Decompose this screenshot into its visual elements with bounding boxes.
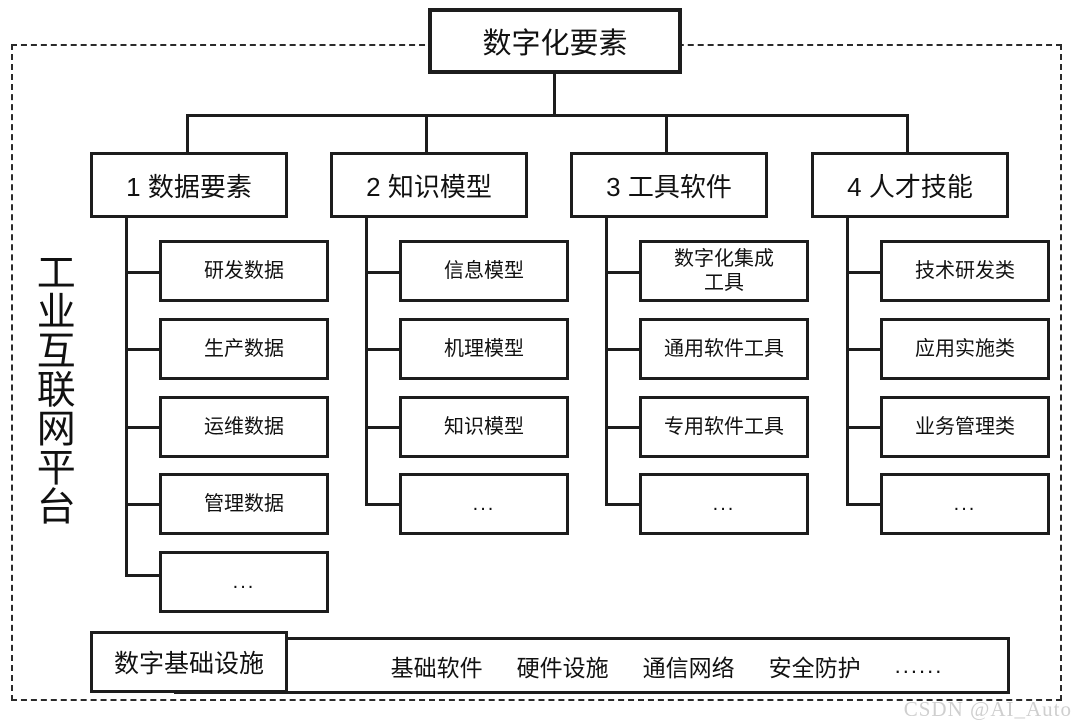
infrastructure-item-5: ......	[894, 652, 944, 678]
leaf-node-2-1-label: 信息模型	[444, 259, 524, 282]
category-node-1[interactable]: 1 数据要素	[90, 152, 288, 218]
connector-drop-cat-2	[425, 114, 428, 152]
infrastructure-item-1[interactable]: 基础软件	[390, 654, 483, 681]
leaf-node-3-4[interactable]: ...	[639, 473, 809, 535]
leaf-node-3-2-label: 通用软件工具	[664, 337, 784, 360]
connector-spine-3	[605, 218, 608, 506]
leaf-node-3-3-label: 专用软件工具	[664, 415, 784, 438]
connector-stub-4-1	[846, 271, 882, 274]
connector-stub-4-4	[846, 503, 882, 506]
leaf-node-3-1-label: 数字化集成 工具	[674, 247, 774, 294]
category-node-2-label: 2 知识模型	[366, 171, 492, 202]
leaf-node-2-3[interactable]: 知识模型	[399, 396, 569, 458]
infrastructure-label-box[interactable]: 数字基础设施	[90, 631, 288, 693]
connector-stub-2-4	[365, 503, 401, 506]
category-node-2[interactable]: 2 知识模型	[330, 152, 528, 218]
infrastructure-item-4[interactable]: 安全防护	[768, 654, 861, 681]
leaf-node-1-4[interactable]: 管理数据	[159, 473, 329, 535]
leaf-node-1-1-label: 研发数据	[204, 259, 284, 282]
leaf-node-2-1[interactable]: 信息模型	[399, 240, 569, 302]
leaf-node-3-3[interactable]: 专用软件工具	[639, 396, 809, 458]
connector-stub-3-1	[605, 271, 641, 274]
leaf-node-4-1-label: 技术研发类	[915, 259, 1015, 282]
leaf-node-3-1[interactable]: 数字化集成 工具	[639, 240, 809, 302]
infrastructure-item-list: 基础软件 硬件设施 通信网络 安全防护 ......	[241, 649, 944, 683]
connector-stub-2-1	[365, 271, 401, 274]
leaf-node-1-3-label: 运维数据	[204, 415, 284, 438]
leaf-node-3-2[interactable]: 通用软件工具	[639, 318, 809, 380]
connector-stub-4-3	[846, 426, 882, 429]
connector-stub-2-3	[365, 426, 401, 429]
infrastructure-bar[interactable]: 基础软件 硬件设施 通信网络 安全防护 ......	[174, 637, 1010, 694]
connector-stub-3-4	[605, 503, 641, 506]
leaf-node-4-4-label: ...	[953, 492, 977, 515]
category-node-4[interactable]: 4 人才技能	[811, 152, 1009, 218]
connector-spine-1	[125, 218, 128, 576]
category-node-3[interactable]: 3 工具软件	[570, 152, 768, 218]
leaf-node-3-4-label: ...	[712, 492, 736, 515]
leaf-node-4-2[interactable]: 应用实施类	[880, 318, 1050, 380]
leaf-node-4-2-label: 应用实施类	[915, 337, 1015, 360]
leaf-node-4-1[interactable]: 技术研发类	[880, 240, 1050, 302]
root-node-label: 数字化要素	[482, 28, 628, 60]
connector-spine-2	[365, 218, 368, 506]
connector-stub-1-2	[125, 348, 161, 351]
watermark: CSDN @AI_Auto	[903, 697, 1072, 721]
connector-stub-3-3	[605, 426, 641, 429]
category-node-3-label: 3 工具软件	[606, 171, 732, 202]
leaf-node-4-3[interactable]: 业务管理类	[880, 396, 1050, 458]
connector-stub-4-2	[846, 348, 882, 351]
leaf-node-1-3[interactable]: 运维数据	[159, 396, 329, 458]
platform-vertical-label: 工业互联网平台	[31, 251, 75, 525]
leaf-node-2-2-label: 机理模型	[444, 337, 524, 360]
category-node-1-label: 1 数据要素	[126, 171, 252, 202]
connector-root-stem	[553, 74, 556, 116]
infrastructure-label: 数字基础设施	[113, 650, 264, 678]
connector-drop-cat-3	[665, 114, 668, 152]
infrastructure-item-3[interactable]: 通信网络	[642, 654, 735, 681]
infrastructure-item-2[interactable]: 硬件设施	[516, 654, 609, 681]
connector-stub-2-2	[365, 348, 401, 351]
connector-bus	[186, 114, 909, 117]
leaf-node-4-4[interactable]: ...	[880, 473, 1050, 535]
connector-stub-1-4	[125, 503, 161, 506]
leaf-node-2-2[interactable]: 机理模型	[399, 318, 569, 380]
leaf-node-1-5-label: ...	[232, 570, 256, 593]
connector-stub-3-2	[605, 348, 641, 351]
leaf-node-4-3-label: 业务管理类	[915, 415, 1015, 438]
connector-drop-cat-1	[186, 114, 189, 152]
leaf-node-1-2[interactable]: 生产数据	[159, 318, 329, 380]
connector-drop-cat-4	[906, 114, 909, 152]
leaf-node-2-4[interactable]: ...	[399, 473, 569, 535]
leaf-node-2-4-label: ...	[472, 492, 496, 515]
leaf-node-2-3-label: 知识模型	[444, 415, 524, 438]
connector-stub-1-3	[125, 426, 161, 429]
leaf-node-1-1[interactable]: 研发数据	[159, 240, 329, 302]
root-node[interactable]: 数字化要素	[428, 8, 682, 74]
leaf-node-1-5[interactable]: ...	[159, 551, 329, 613]
leaf-node-1-4-label: 管理数据	[204, 492, 284, 515]
connector-spine-4	[846, 218, 849, 506]
category-node-4-label: 4 人才技能	[847, 171, 973, 202]
connector-stub-1-1	[125, 271, 161, 274]
leaf-node-1-2-label: 生产数据	[204, 337, 284, 360]
connector-stub-1-5	[125, 574, 161, 577]
